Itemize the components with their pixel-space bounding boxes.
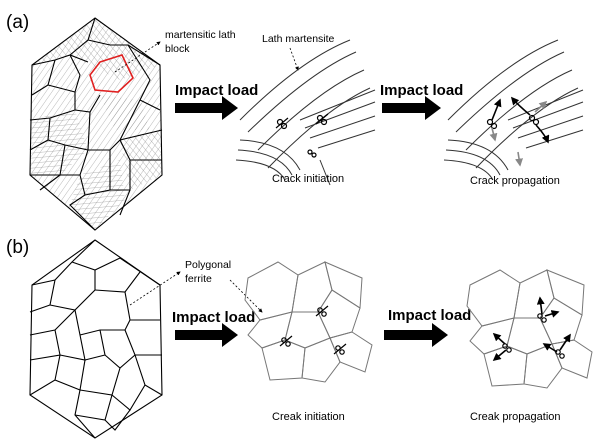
impact-load-label-b1: Impact load xyxy=(172,309,255,326)
block-leader-line xyxy=(114,41,161,73)
lath-schematic-initiation: Lath martensite Crack initiation xyxy=(235,33,376,186)
propagation-arrow-grey xyxy=(515,151,523,167)
caption-crack-propagation: Crack propagation xyxy=(470,175,560,187)
propagation-arrow xyxy=(492,349,507,362)
propagation-arrow xyxy=(492,332,506,345)
propagation-arrow xyxy=(536,296,545,315)
caption-creak-initiation: Creak initiation xyxy=(272,411,345,423)
propagation-arrow xyxy=(491,98,502,121)
block-annotation-line1: martensitic lath xyxy=(165,29,236,41)
impact-arrow-b2 xyxy=(384,323,448,347)
ferrite-annotation-line2: ferrite xyxy=(185,273,212,285)
impact-arrow-a1 xyxy=(175,96,238,120)
crack-glyph xyxy=(307,149,317,158)
ferrite-annotation-line1: Polygonal xyxy=(185,259,231,271)
crack-glyph xyxy=(315,305,329,317)
propagation-arrow xyxy=(559,333,571,351)
ferrite-leader-line-right xyxy=(229,279,263,313)
ferrite-schematic-propagation: Creak propagation xyxy=(466,269,593,423)
impact-load-label-b2: Impact load xyxy=(388,307,471,324)
grain-boundaries-b xyxy=(29,239,163,439)
panel-a-label: (a) xyxy=(6,12,29,33)
block-annotation-line2: block xyxy=(165,43,190,55)
propagation-arrow-grey xyxy=(534,100,548,113)
caption-crack-initiation: Crack initiation xyxy=(272,173,344,185)
crack-glyph xyxy=(275,117,289,130)
lath-annotation: Lath martensite xyxy=(262,33,335,45)
crack-glyph xyxy=(315,113,329,126)
propagation-arrow xyxy=(544,310,560,318)
ferrite-leader-line-left xyxy=(129,271,181,306)
panel-b: (b) Polygonal xyxy=(6,237,593,439)
crack-glyph xyxy=(279,335,293,347)
propagation-arrow-grey xyxy=(489,127,498,142)
impact-arrow-a2 xyxy=(382,96,441,120)
ferrite-schematic-initiation: Creak initiation xyxy=(244,261,373,423)
propagation-arrow xyxy=(510,96,531,116)
impact-load-label-a2: Impact load xyxy=(380,82,463,99)
lath-schematic-propagation: Crack propagation xyxy=(443,39,584,187)
highlighted-block xyxy=(89,54,134,93)
crack-glyph xyxy=(333,343,347,355)
propagation-arrow xyxy=(535,124,550,144)
grain-boundaries-a xyxy=(29,17,163,231)
impact-load-label-a1: Impact load xyxy=(175,82,258,99)
panel-b-label: (b) xyxy=(6,237,29,258)
caption-creak-propagation: Creak propagation xyxy=(470,411,561,423)
impact-arrow-b1 xyxy=(175,323,238,347)
propagation-arrow xyxy=(542,343,558,353)
panel-a: (a) xyxy=(6,12,584,231)
lath-leader-line xyxy=(289,47,299,71)
